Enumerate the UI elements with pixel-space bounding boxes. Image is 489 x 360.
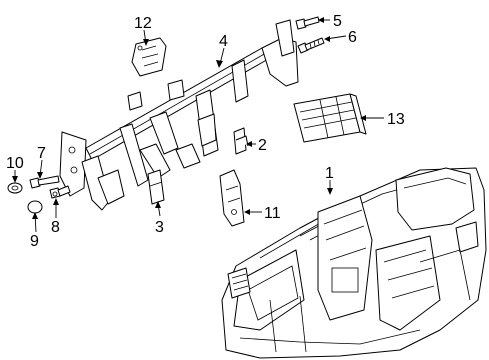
callout-9: 9 [30, 233, 39, 250]
bolt-6 [297, 37, 325, 54]
callout-6: 6 [348, 29, 357, 46]
cross-car-beam [59, 19, 299, 211]
clip-2 [233, 127, 249, 155]
callout-11: 11 [264, 205, 281, 222]
side-bracket-11 [219, 169, 245, 227]
callout-13: 13 [387, 111, 405, 128]
lower-bracket-3 [147, 169, 165, 205]
bolt-7 [29, 175, 60, 189]
callout-7: 7 [37, 145, 46, 162]
callout-12: 12 [134, 15, 152, 32]
callout-8: 8 [51, 219, 60, 236]
callout-labels: 12 4 5 6 13 2 1 11 3 7 10 9 8 [6, 13, 405, 250]
callout-5: 5 [333, 13, 342, 30]
instrument-panel [221, 167, 487, 359]
bolt-5 [295, 16, 320, 30]
display-module [293, 93, 367, 143]
callout-1: 1 [325, 165, 334, 182]
callout-10: 10 [6, 155, 24, 172]
cap-9 [27, 200, 43, 214]
leader-lines [12, 17, 384, 233]
bolt-8 [49, 185, 71, 199]
nut-10 [7, 182, 23, 194]
callout-3: 3 [155, 219, 164, 236]
callout-4: 4 [219, 33, 228, 50]
callout-2: 2 [258, 137, 267, 154]
upper-bracket [131, 37, 167, 77]
